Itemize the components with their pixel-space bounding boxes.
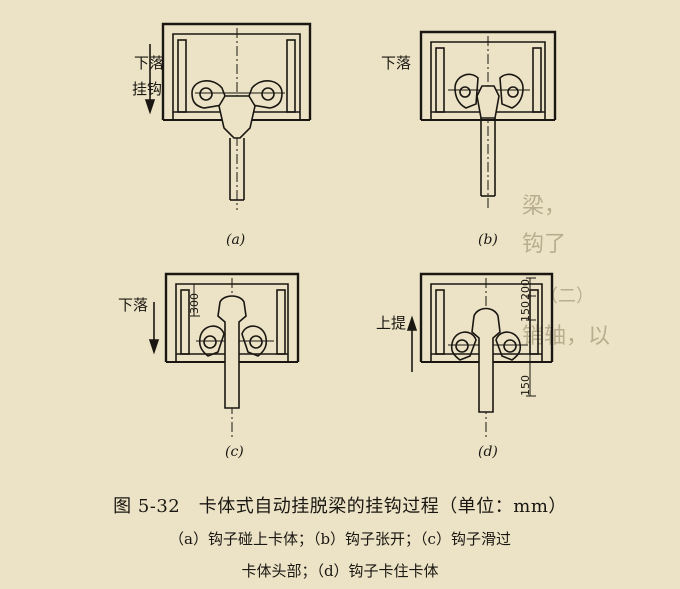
bleed-through-text: （二）: [540, 286, 594, 307]
panel-c-drawing: [148, 272, 300, 440]
dim-150-d-upper: 150: [519, 301, 532, 322]
panel-a-drawing: [144, 22, 312, 210]
bleed-through-text: 梁，: [522, 194, 567, 219]
dim-300-c: 300: [188, 293, 201, 314]
label-lower-c: 下落: [118, 296, 149, 314]
label-lift-d: 上提: [376, 314, 407, 332]
sub-label-a: (a): [226, 232, 246, 248]
figure-caption-title: 图 5-32 卡体式自动挂脱梁的挂钩过程（单位：mm）: [113, 496, 567, 517]
figure-caption-line2: （a）钩子碰上卡体；（b）钩子张开；（c）钩子滑过: [169, 530, 511, 548]
label-lower-a: 下落: [134, 54, 165, 72]
dim-200-d: 200: [519, 279, 532, 300]
bleed-through-text: 销轴，以: [522, 324, 611, 349]
figure-caption-line3: 卡体头部；（d）钩子卡住卡体: [241, 562, 439, 580]
sub-label-b: (b): [478, 232, 498, 248]
label-lower-b: 下落: [381, 54, 412, 72]
dim-150-d-lower: 150: [519, 375, 532, 396]
sub-label-d: (d): [478, 444, 498, 460]
sub-label-c: (c): [225, 444, 244, 460]
bleed-through-text: 钩了: [522, 232, 567, 257]
panel-d-drawing: [406, 272, 554, 440]
panel-b-drawing: [419, 30, 557, 210]
label-hook-a: 挂钩: [132, 80, 163, 98]
